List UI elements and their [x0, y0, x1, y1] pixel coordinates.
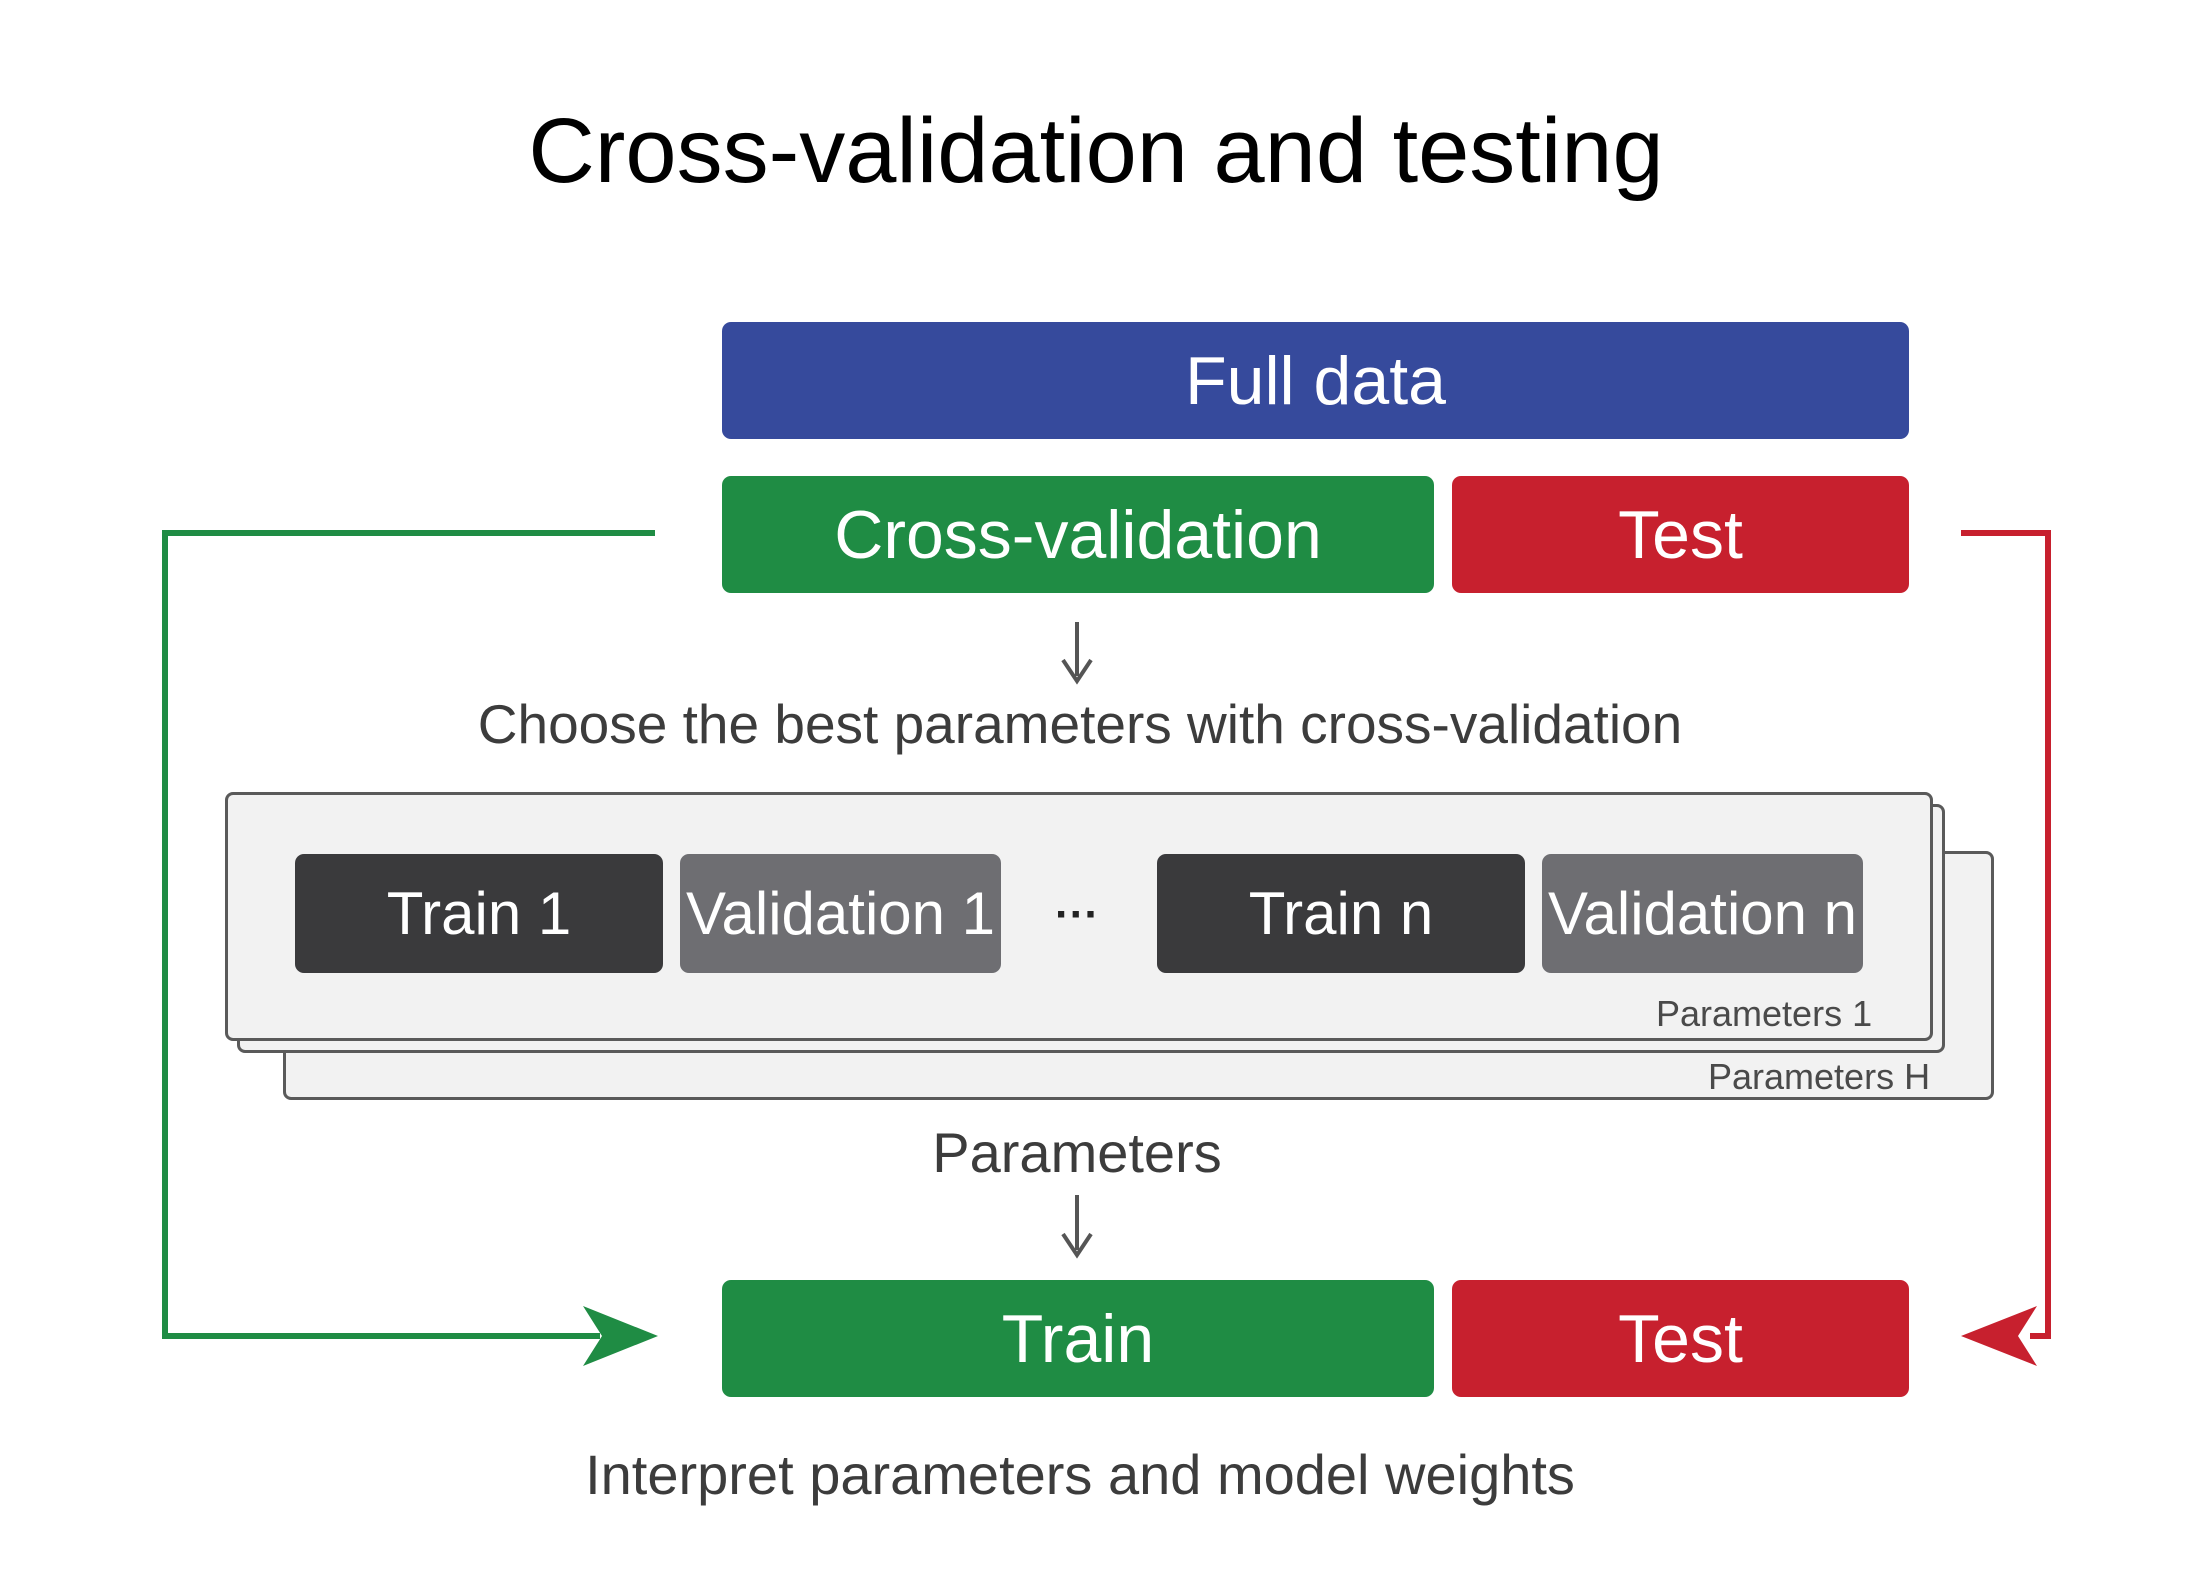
- folds-ellipsis: ···: [1055, 890, 1099, 939]
- test-final-block: Test: [1452, 1280, 1909, 1397]
- parameters-caption: Parameters: [932, 1121, 1222, 1184]
- choose-parameters-caption: Choose the best parameters with cross-va…: [477, 693, 1683, 755]
- diagram-title: Cross-validation and testing: [528, 100, 1664, 202]
- cv-to-train-arrowhead: [583, 1306, 658, 1366]
- test-block-top: Test: [1452, 476, 1909, 593]
- interpret-caption: Interpret parameters and model weights: [585, 1443, 1575, 1506]
- params-down-arrow-head: [1061, 1232, 1093, 1259]
- cross-validation-block: Cross-validation: [722, 476, 1434, 593]
- parameters-1-label: Parameters 1: [1656, 993, 1873, 1034]
- cv-to-train-connector: [162, 530, 655, 1339]
- train-fold-1: Train 1: [295, 854, 663, 973]
- test-to-test-connector: [1961, 530, 2051, 1339]
- train-fold-n: Train n: [1157, 854, 1525, 973]
- validation-fold-n: Validation n: [1542, 854, 1863, 973]
- full-data-block: Full data: [722, 322, 1909, 439]
- test-to-test-arrowhead: [1961, 1306, 2037, 1366]
- train-final-block: Train: [722, 1280, 1434, 1397]
- cv-down-arrow-head: [1061, 658, 1093, 685]
- validation-fold-1: Validation 1: [680, 854, 1001, 973]
- parameters-h-label: Parameters H: [1708, 1056, 1931, 1097]
